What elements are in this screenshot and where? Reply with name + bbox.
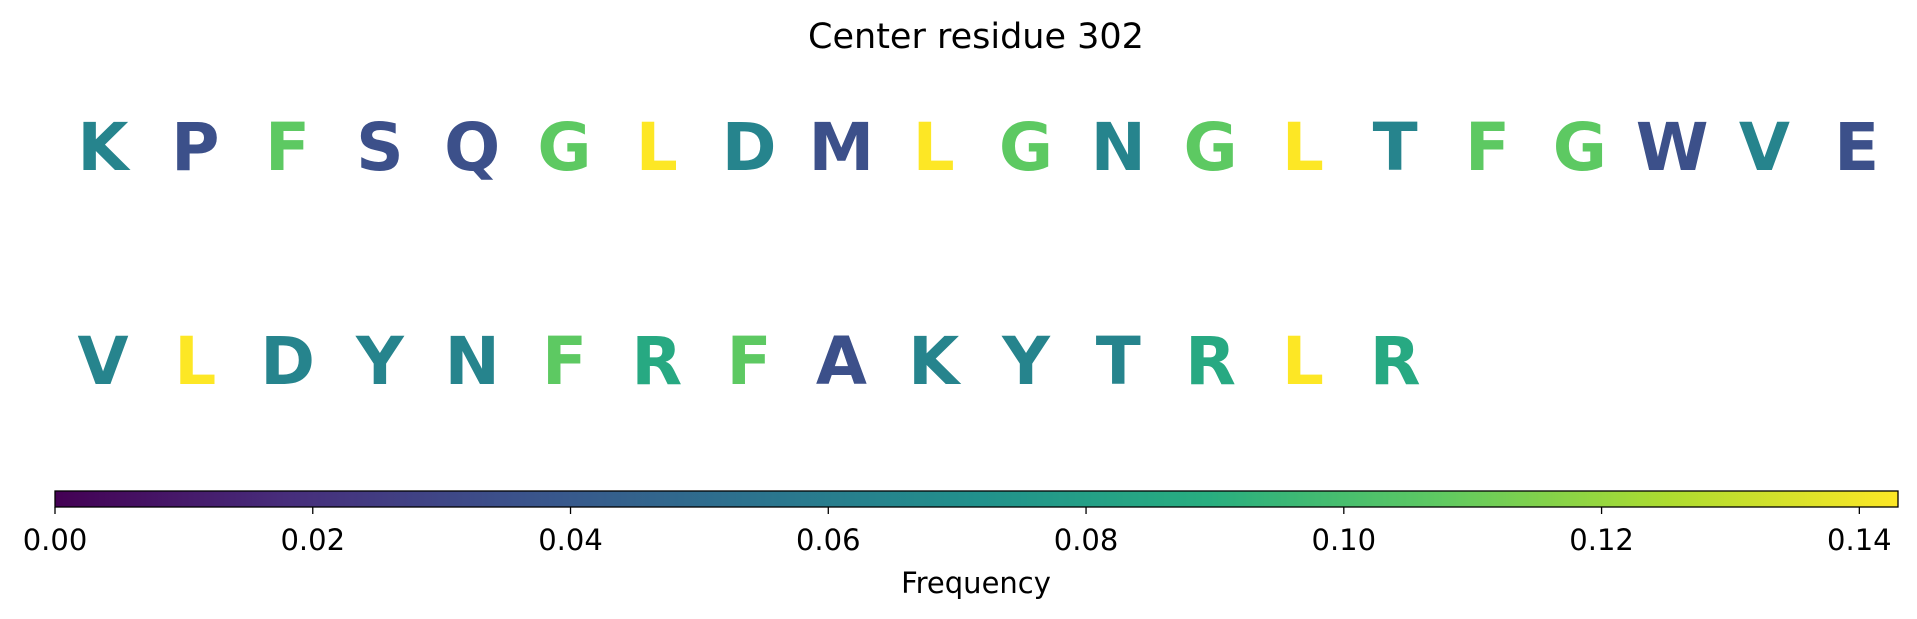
residue-letter: E xyxy=(1834,109,1879,186)
colorbar-tick-label: 0.00 xyxy=(23,523,88,557)
residue-letter: M xyxy=(809,109,875,186)
chart-title: Center residue 302 xyxy=(808,17,1144,57)
residue-letter: K xyxy=(908,323,962,400)
residue-letter: R xyxy=(1370,323,1421,400)
residue-letter: T xyxy=(1373,109,1418,186)
residue-letter: L xyxy=(174,323,216,400)
colorbar-tick-label: 0.06 xyxy=(796,523,861,557)
colorbar-tick-label: 0.10 xyxy=(1312,523,1377,557)
residue-letter: G xyxy=(999,109,1053,186)
colorbar-gradient xyxy=(54,490,1899,508)
residue-letter: G xyxy=(537,109,591,186)
residue-letter: A xyxy=(816,323,867,400)
colorbar-tick-label: 0.14 xyxy=(1827,523,1892,557)
residue-letter: Q xyxy=(444,109,500,186)
residue-letter: W xyxy=(1636,109,1709,186)
residue-letter: F xyxy=(542,323,587,400)
colorbar: 0.00 0.02 0.04 0.06 0.08 0.10 0.12 0.14 Frequen… xyxy=(23,490,1899,600)
residue-letter: L xyxy=(1282,109,1324,186)
residue-letter: L xyxy=(1282,323,1324,400)
residue-letter: Y xyxy=(1001,323,1051,400)
residue-letter: V xyxy=(77,323,128,400)
residue-letter: R xyxy=(1185,323,1236,400)
residue-letter: R xyxy=(631,323,682,400)
colorbar-tick-label: 0.12 xyxy=(1569,523,1634,557)
residue-letter: L xyxy=(636,109,678,186)
residue-letter: Y xyxy=(355,323,405,400)
residue-letter: G xyxy=(1184,109,1238,186)
residue-letter: D xyxy=(722,109,777,186)
residue-letter: K xyxy=(77,109,131,186)
residue-letter: F xyxy=(1465,109,1510,186)
residue-letter: F xyxy=(727,323,772,400)
residue-letter: N xyxy=(445,323,500,400)
colorbar-tick-label: 0.02 xyxy=(280,523,345,557)
residue-letter: L xyxy=(913,109,955,186)
residue-letter: F xyxy=(265,109,310,186)
colorbar-tick-label: 0.04 xyxy=(538,523,603,557)
residue-letter: P xyxy=(171,109,219,186)
residue-letter: G xyxy=(1553,109,1607,186)
residue-letter: T xyxy=(1096,323,1141,400)
residue-letter: N xyxy=(1091,109,1146,186)
colorbar-ticks: 0.00 0.02 0.04 0.06 0.08 0.10 0.12 0.14 xyxy=(23,507,1892,557)
colorbar-tick-label: 0.08 xyxy=(1054,523,1119,557)
colorbar-label: Frequency xyxy=(901,566,1051,600)
residue-letter: D xyxy=(260,323,315,400)
residue-letter: V xyxy=(1739,109,1790,186)
residue-letter: S xyxy=(356,109,404,186)
